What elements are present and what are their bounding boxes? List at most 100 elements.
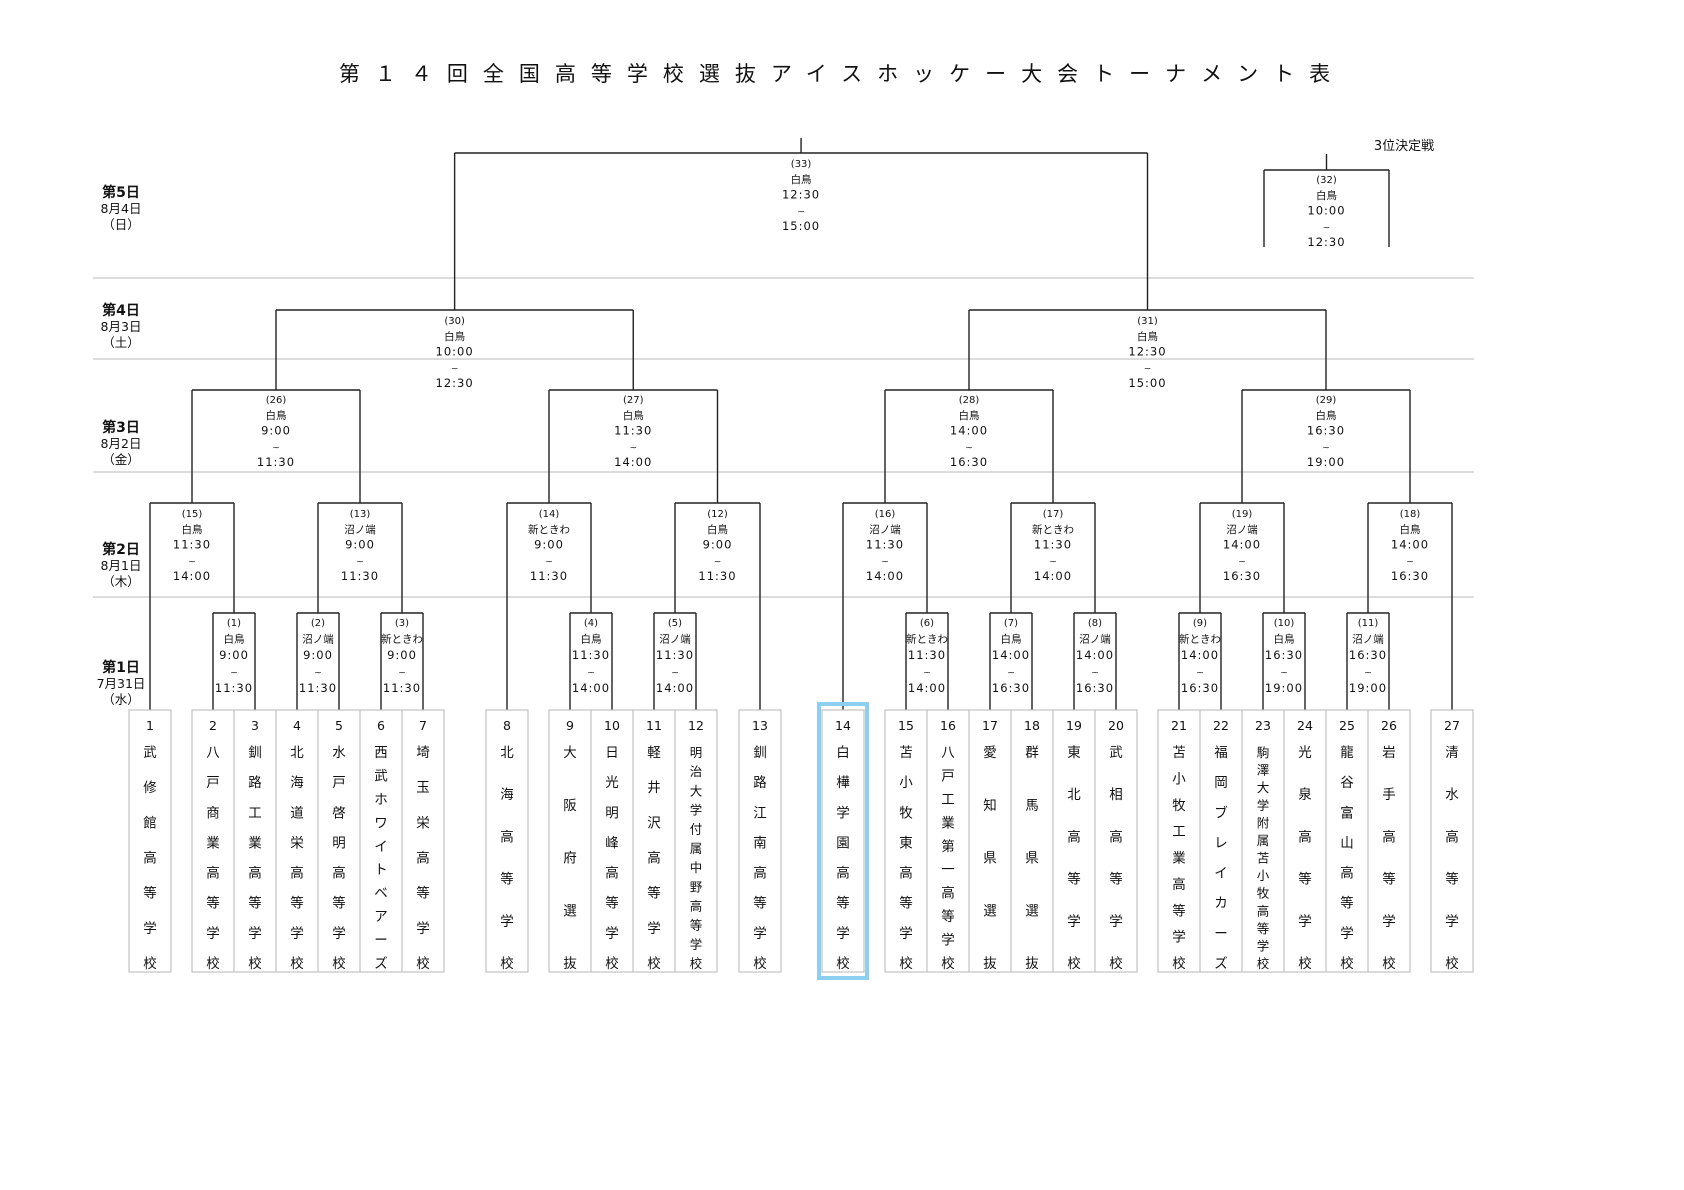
team-name-char: 高 (1067, 828, 1081, 845)
match-venue: 新ときわ (528, 523, 570, 536)
team-name-char: 校 (690, 956, 703, 971)
team-name-char: 路 (248, 775, 262, 791)
match-end-time: 11:30 (383, 681, 421, 695)
tilde-separator: ~ (1406, 557, 1414, 567)
day-date: 8月2日 (100, 436, 142, 451)
team-number: 6 (377, 718, 385, 733)
team-name-char: ズ (1214, 956, 1228, 972)
team-name-char: 明 (605, 805, 619, 821)
team-name-char: 高 (1172, 876, 1186, 893)
match-end-time: 16:30 (1391, 569, 1429, 583)
match-end-time: 12:30 (436, 376, 474, 390)
team-name-char: 高 (143, 850, 157, 867)
team-name-char: 校 (941, 955, 955, 972)
tilde-separator: ~ (587, 669, 595, 679)
team-name-char: ワ (374, 815, 388, 831)
match-start-time: 14:00 (1223, 538, 1261, 552)
match-end-time: 11:30 (698, 569, 736, 583)
match-number: (2) (311, 618, 325, 629)
team-name-char: 光 (1298, 745, 1312, 761)
team-name-char: 八 (941, 745, 955, 761)
day-weekday: （木） (102, 574, 140, 589)
team-name-char: 馬 (1025, 798, 1039, 814)
match-end-time: 16:30 (1181, 681, 1219, 695)
team-name-char: 校 (206, 955, 220, 972)
tilde-separator: ~ (398, 669, 406, 679)
team-name-char: 学 (332, 926, 346, 942)
match-start-time: 11:30 (656, 648, 694, 662)
team-name-char: 等 (1445, 871, 1459, 888)
match-venue: 沼ノ端 (1226, 523, 1258, 536)
match-end-time: 11:30 (215, 681, 253, 695)
team-name-char: 学 (1109, 914, 1123, 930)
tilde-separator: ~ (1007, 669, 1015, 679)
tilde-separator: ~ (230, 669, 238, 679)
team-name-char: 北 (500, 745, 514, 761)
team-name-char: 校 (1172, 955, 1186, 972)
team-number: 1 (146, 718, 154, 733)
match-info: (12)白鳥9:00~11:30 (698, 509, 736, 583)
match-venue: 白鳥 (959, 409, 980, 422)
match-venue: 白鳥 (1316, 189, 1337, 202)
team-name-char: 富 (1340, 804, 1354, 821)
day-date: 8月4日 (100, 201, 142, 216)
team-name-char: 武 (374, 768, 388, 784)
team-group-frame (128, 709, 172, 973)
match-end-time: 19:00 (1307, 455, 1345, 469)
team-name-char: 選 (1025, 903, 1039, 919)
team-name-char: 福 (1214, 745, 1228, 761)
day-date: 8月1日 (100, 558, 142, 573)
team-name-char: 高 (605, 865, 619, 882)
team-name-char: 校 (143, 955, 157, 972)
match-number: (16) (875, 509, 896, 520)
team-name-char: 釧 (753, 745, 767, 761)
match-venue: 沼ノ端 (302, 633, 334, 646)
match-venue: 白鳥 (444, 330, 465, 343)
team-name-char: 等 (605, 895, 619, 912)
team-name-char: 八 (206, 745, 220, 761)
day-label-1: 第1日 7月31日 （水） (81, 660, 161, 708)
day-number: 第2日 (102, 542, 140, 558)
team-name-char: 愛 (983, 745, 997, 761)
team-name-char: 業 (248, 835, 262, 851)
match-venue: 沼ノ端 (1079, 633, 1111, 646)
match-start-time: 16:30 (1265, 648, 1303, 662)
team-name-char: 等 (143, 885, 157, 902)
team-name-char: 学 (1257, 938, 1270, 953)
tilde-separator: ~ (1091, 669, 1099, 679)
match-venue: 白鳥 (1274, 633, 1295, 646)
match-venue: 沼ノ端 (659, 633, 691, 646)
team-name-char: 選 (983, 903, 997, 919)
tilde-separator: ~ (1280, 669, 1288, 679)
team-name-char: ト (374, 862, 388, 878)
day-number: 第4日 (102, 303, 140, 319)
team-name-char: 高 (206, 865, 220, 882)
team-name-char: 校 (647, 955, 661, 972)
match-end-time: 16:30 (1076, 681, 1114, 695)
team-name-char: 南 (753, 835, 767, 851)
tilde-separator: ~ (1323, 223, 1331, 233)
team-number: 27 (1444, 718, 1460, 733)
match-venue: 新ときわ (1032, 523, 1074, 536)
team-name-char: 学 (1382, 914, 1396, 930)
team-name-char: 校 (1257, 956, 1270, 971)
team-name-char: 学 (290, 926, 304, 942)
match-venue: 新ときわ (906, 633, 948, 646)
tilde-separator: ~ (923, 669, 931, 679)
team-name-char: 戸 (941, 768, 955, 784)
match-start-time: 9:00 (387, 648, 417, 662)
team-name-char: 北 (290, 745, 304, 761)
team-name-char: 戸 (332, 775, 346, 791)
match-start-time: 14:00 (992, 648, 1030, 662)
team-name-char: 校 (416, 955, 430, 972)
